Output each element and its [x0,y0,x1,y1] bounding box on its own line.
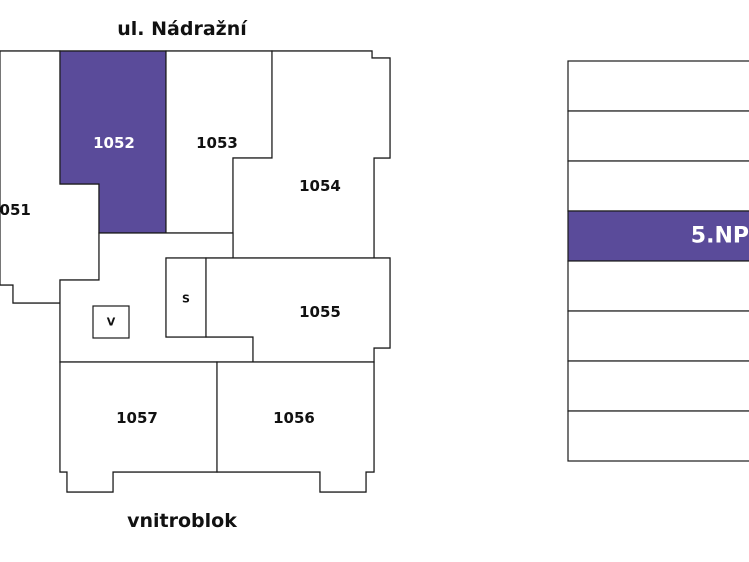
floor-row-selected[interactable] [567,210,749,262]
unit-label-1051: 1051 [0,201,31,219]
unit-1057[interactable] [59,361,218,493]
floor-row[interactable] [567,360,749,412]
floor-row[interactable] [567,260,749,312]
floor-row[interactable] [567,410,749,462]
unit-label-1054: 1054 [299,177,341,195]
unit-label-1053: 1053 [196,134,238,152]
unit-label-1057: 1057 [116,409,158,427]
unit-1056[interactable] [216,361,375,493]
street-label-top: ul. Nádražní [117,18,248,40]
unit-label-1052: 1052 [93,134,135,152]
floor-row[interactable] [567,160,749,212]
unit-1054[interactable] [232,50,391,259]
floor-label-selected: 5.NP [691,224,749,249]
floor-selector: 5.NP [567,60,749,462]
floor-row[interactable] [567,110,749,162]
floor-row[interactable] [567,60,749,112]
unit-v[interactable] [92,305,130,339]
unit-label-1056: 1056 [273,409,315,427]
unit-label-1055: 1055 [299,303,341,321]
unit-s[interactable] [165,257,207,338]
unit-label-v: V [107,316,116,329]
street-label-bottom: vnitroblok [127,510,237,532]
floor-row[interactable] [567,310,749,362]
unit-label-s: S [182,293,190,306]
